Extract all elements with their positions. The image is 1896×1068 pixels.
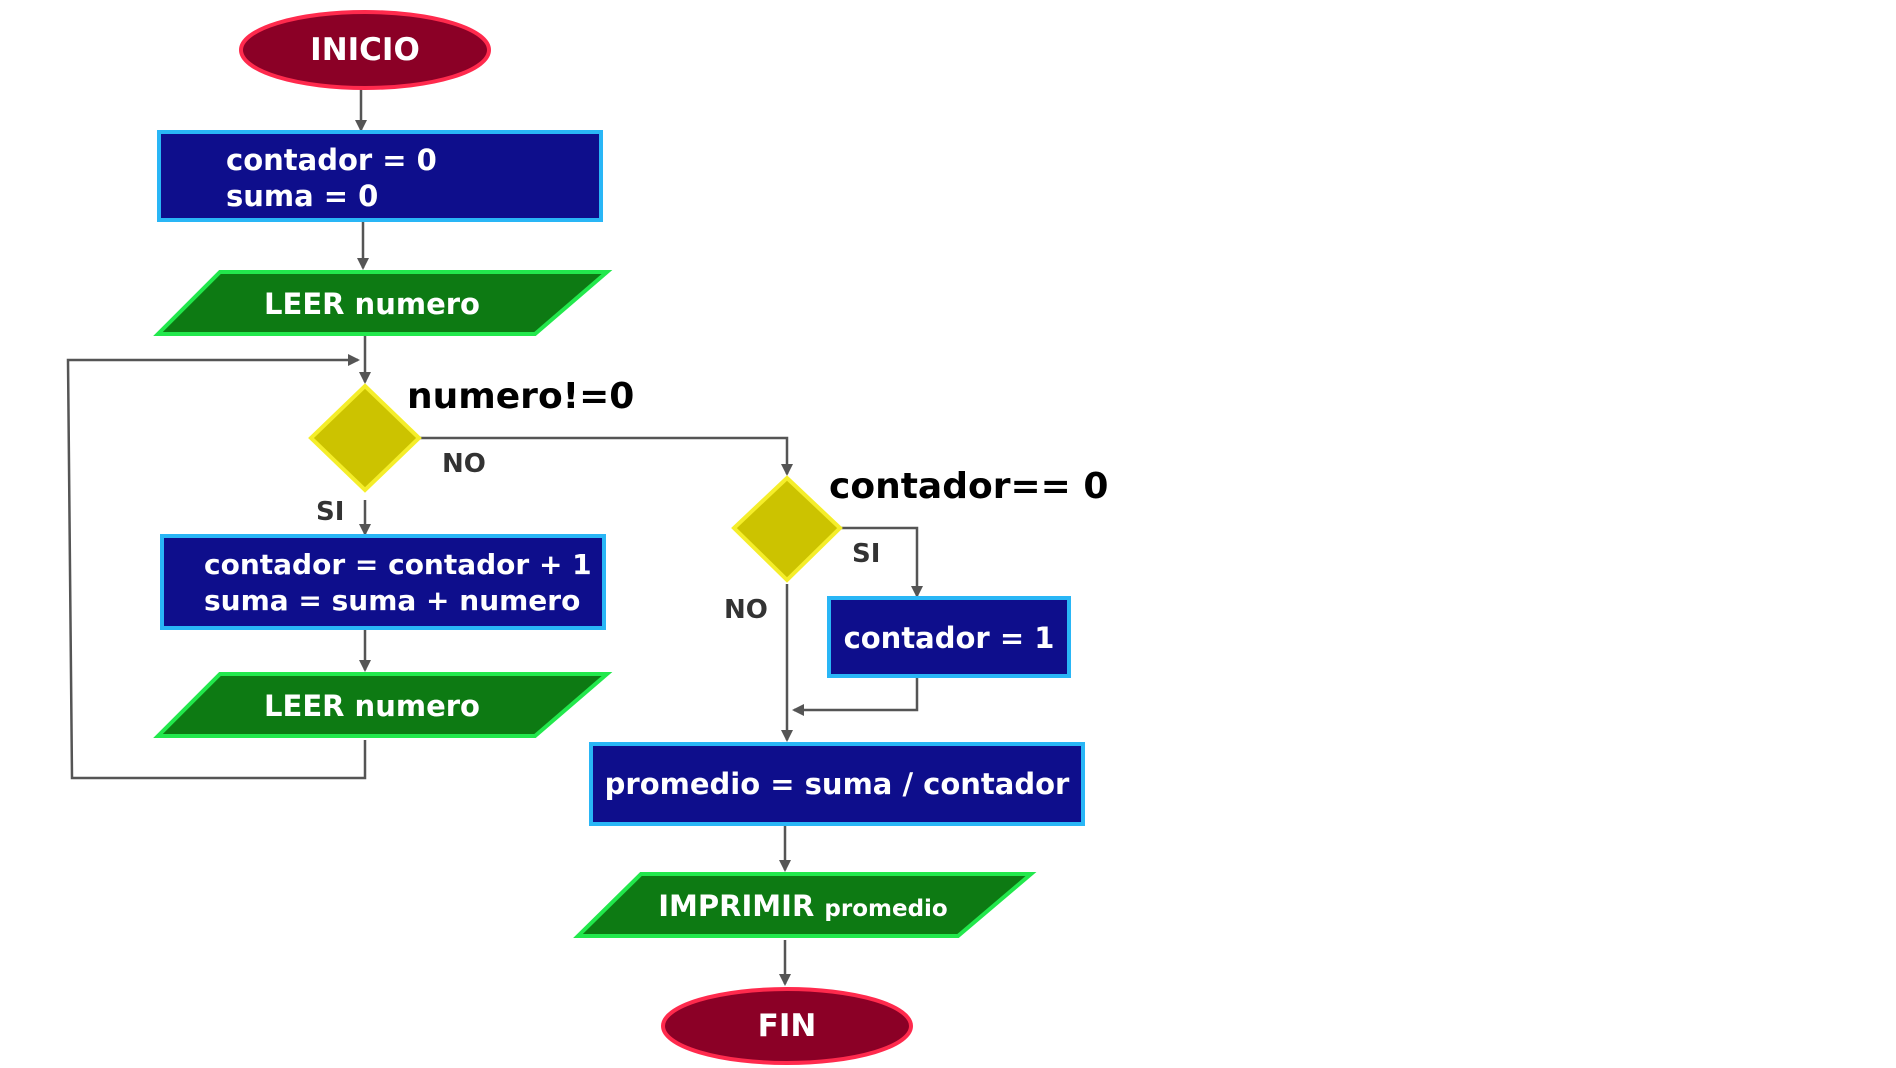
init-line-contador: contador = 0	[226, 143, 437, 177]
fin-label: FIN	[758, 1008, 817, 1044]
body-line-contador: contador = contador + 1	[204, 548, 592, 581]
leer2-label: LEER numero	[264, 689, 480, 723]
imprimir-variable: promedio	[824, 896, 947, 922]
edge-cond1-no-to-cond2	[419, 436, 793, 476]
cond2-si-label: SI	[852, 539, 880, 569]
cond1-no-label: NO	[442, 449, 486, 479]
cond2-label: contador== 0	[829, 466, 1108, 507]
setone-label: contador = 1	[844, 621, 1055, 655]
node-leer-numero-1: LEER numero	[153, 270, 613, 336]
imprimir-keyword: IMPRIMIR	[658, 889, 814, 923]
edge-cond2-si-to-setone	[840, 526, 923, 598]
terminal-shape	[661, 987, 913, 1065]
process-shape	[160, 534, 606, 630]
node-set-contador-uno: contador = 1	[827, 596, 1071, 678]
imprimir-label: IMPRIMIR promedio	[658, 889, 947, 923]
cond2-no-label: NO	[724, 595, 768, 625]
leer1-label: LEER numero	[264, 287, 480, 321]
decision-shape	[308, 383, 422, 493]
node-imprimir: IMPRIMIR promedio	[573, 872, 1037, 938]
process-shape	[589, 742, 1085, 826]
promedio-label: promedio = suma / contador	[605, 767, 1070, 801]
io-shape	[153, 270, 613, 336]
node-fin: FIN	[661, 987, 913, 1065]
terminal-shape	[239, 10, 491, 90]
node-init-process: contador = 0 suma = 0	[157, 130, 603, 222]
node-leer-numero-2: LEER numero	[153, 672, 613, 738]
io-shape	[573, 872, 1037, 938]
cond1-si-label: SI	[316, 497, 344, 527]
node-inicio: INICIO	[239, 10, 491, 90]
io-shape	[153, 672, 613, 738]
edge-loop-back	[66, 354, 367, 780]
process-shape	[157, 130, 603, 222]
node-loop-body: contador = contador + 1 suma = suma + nu…	[160, 534, 606, 630]
decision-shape	[731, 475, 843, 583]
inicio-label: INICIO	[310, 32, 420, 68]
node-decision-contador: contador== 0 SI NO	[724, 466, 1108, 625]
edge-setone-to-merge	[792, 678, 919, 716]
node-promedio: promedio = suma / contador	[589, 742, 1085, 826]
body-line-suma: suma = suma + numero	[204, 584, 580, 617]
init-line-suma: suma = 0	[226, 179, 378, 213]
node-decision-numero: numero!=0 NO SI	[308, 376, 634, 527]
process-shape	[827, 596, 1071, 678]
cond1-label: numero!=0	[407, 376, 634, 417]
edges	[66, 88, 923, 986]
